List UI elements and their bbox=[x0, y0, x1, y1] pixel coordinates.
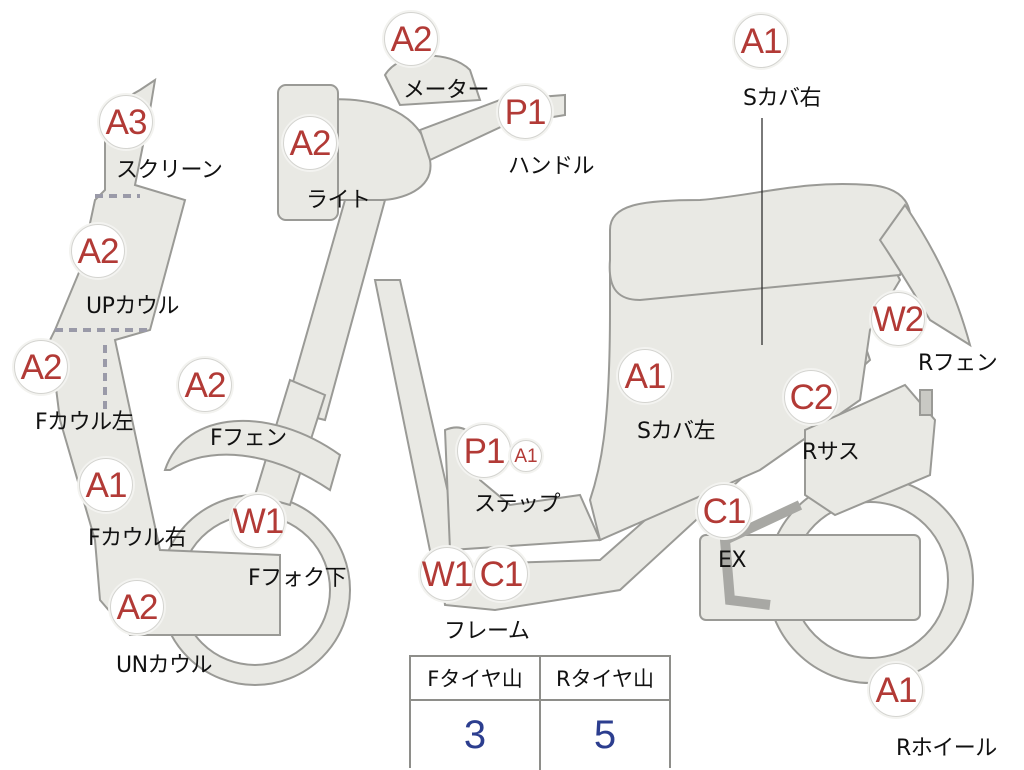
r-fender-badge: W2 bbox=[871, 292, 925, 346]
f-fender-label: Fフェン bbox=[210, 426, 287, 451]
exhaust-pipe bbox=[719, 500, 803, 610]
f-tire-value: 3 bbox=[411, 701, 541, 770]
meter-label: メーター bbox=[403, 78, 490, 103]
frame-label: フレーム bbox=[444, 619, 530, 644]
r-wheel-label: Rホイール bbox=[896, 736, 997, 761]
step-badge: P1 bbox=[457, 424, 511, 478]
r-sus-label: Rサス bbox=[802, 440, 860, 465]
f-cowl-right-badge: A1 bbox=[79, 458, 133, 512]
body-cover bbox=[588, 238, 902, 542]
rear-fender-shape bbox=[878, 203, 972, 348]
r-fender-label: Rフェン bbox=[918, 351, 998, 376]
s-cover-left-label: Sカバ左 bbox=[637, 419, 715, 444]
seat bbox=[608, 182, 913, 302]
step-label: ステップ bbox=[474, 492, 561, 517]
s-cover-right-label: Sカバ右 bbox=[743, 86, 821, 111]
rear-sus-shape bbox=[804, 383, 937, 517]
light-badge: A2 bbox=[283, 116, 337, 170]
un-cowl-badge: A2 bbox=[110, 580, 164, 634]
tire-tread-table: Fタイヤ山 Rタイヤ山 3 5 bbox=[409, 655, 671, 770]
f-cowl-left-label: Fカウル左 bbox=[35, 410, 134, 435]
meter-badge: A2 bbox=[384, 12, 438, 66]
handle-label: ハンドル bbox=[508, 154, 595, 179]
r-sus-badge: C2 bbox=[784, 370, 838, 424]
front-fender-shape bbox=[163, 419, 342, 492]
light-label: ライト bbox=[306, 188, 371, 213]
s-cover-left-badge: A1 bbox=[618, 349, 672, 403]
up-cowl-badge: A2 bbox=[71, 224, 125, 278]
frame-c1-badge: C1 bbox=[474, 547, 528, 601]
meter-shape bbox=[383, 54, 482, 107]
frame-w1-badge: W1 bbox=[420, 547, 474, 601]
screen-label: スクリーン bbox=[116, 158, 223, 183]
handle-badge: P1 bbox=[498, 85, 552, 139]
un-cowl-label: UNカウル bbox=[116, 653, 213, 678]
r-tire-value: 5 bbox=[593, 713, 617, 757]
r-tire-header: Rタイヤ山 bbox=[541, 657, 669, 701]
f-fork-lower-badge: W1 bbox=[231, 494, 285, 548]
up-cowl-label: UPカウル bbox=[86, 294, 179, 319]
rear-sus-spring bbox=[919, 389, 933, 416]
screen-badge: A3 bbox=[99, 95, 153, 149]
f-cowl-right-label: Fカウル右 bbox=[88, 526, 187, 551]
step-extra-badge: A1 bbox=[510, 440, 542, 472]
f-fender-badge: A2 bbox=[178, 358, 232, 412]
f-cowl-left-badge: A2 bbox=[14, 340, 68, 394]
ex-label: EX bbox=[718, 548, 746, 573]
f-tire-header: Fタイヤ山 bbox=[411, 657, 541, 701]
r-wheel-badge: A1 bbox=[869, 663, 923, 717]
ex-badge: C1 bbox=[697, 484, 751, 538]
s-cover-right-badge: A1 bbox=[734, 14, 788, 68]
f-fork-lower-label: Fフォク下 bbox=[248, 566, 347, 591]
